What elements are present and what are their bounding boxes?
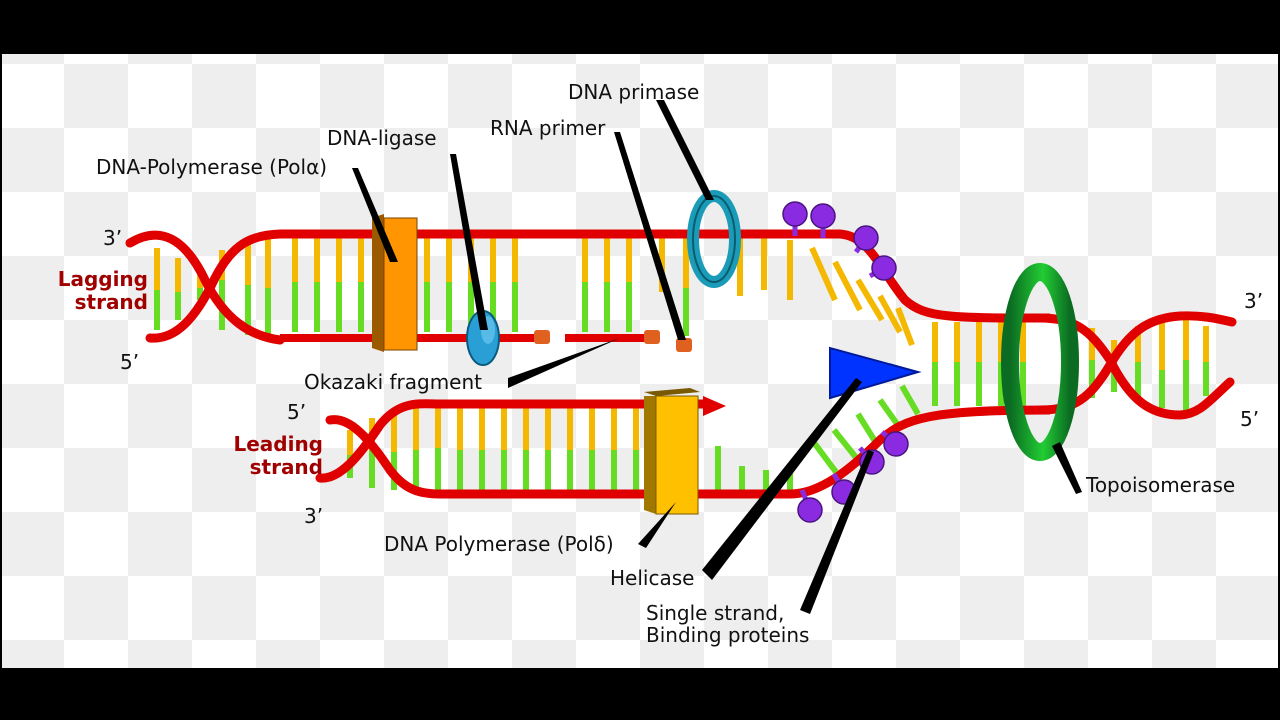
dna-polymerase-alpha [372,214,418,352]
ssb-protein [871,255,897,281]
dna-polymerase-delta [644,388,700,515]
label-ssb-line2: Binding proteins [646,623,809,647]
rna-primer-2 [644,330,660,344]
pointer-helicase [702,378,862,580]
ssb-protein [883,431,909,457]
label-leading-line2: strand [250,455,323,479]
label-pointers [352,100,1082,614]
base-pair [809,438,839,474]
end-leading-3: 3’ [304,504,323,528]
pointer-topoisomerase [1052,442,1082,494]
label-ssb-line1: Single strand, [646,601,784,625]
ssb-protein [797,497,823,523]
end-right-5: 5’ [1240,407,1259,431]
leading-helix-backbone-b [325,415,445,499]
end-leading-5: 5’ [287,400,306,424]
lagging-helix-backbone-b [145,229,285,343]
ssb-protein [782,201,808,227]
pointer-dna-primase [656,100,714,200]
label-helicase: Helicase [610,566,694,590]
label-lagging-line2: strand [75,290,148,314]
end-right-3: 3’ [1244,289,1263,313]
label-okazaki-fragment: Okazaki fragment [304,370,482,394]
base-pair [877,294,903,334]
topoisomerase [1001,263,1079,461]
label-dna-polymerase-delta: DNA Polymerase (Polδ) [384,532,614,556]
pointer-okazaki [508,338,620,388]
parental-helix-backbone-b [1035,311,1237,415]
pointer-dna-ligase [450,154,488,330]
ssb-protein [853,225,879,251]
label-dna-polymerase-alpha: DNA-Polymerase (Polα) [96,155,327,179]
base-pair [899,384,921,416]
pointer-ssb [800,450,874,614]
pointer-polymerase-alpha [352,168,398,262]
label-rna-primer: RNA primer [490,116,606,140]
okazaki-segment-2 [565,334,657,342]
leading-parental-strand [440,405,1051,499]
leading-strand-arrow [703,396,726,416]
label-topoisomerase: Topoisomerase [1085,473,1235,497]
base-pair [832,260,863,312]
rna-primer-3 [676,338,692,352]
base-pair [855,278,885,322]
base-pair [831,428,861,462]
label-lagging-line1: Lagging [58,267,148,291]
end-lagging-5: 5’ [120,350,139,374]
lagging-helix-backbone-a [125,230,285,345]
label-leading-line1: Leading [233,432,323,456]
parental-helix-backbone-a [1035,313,1235,420]
base-pair [895,306,915,347]
dna-primase [687,190,741,288]
ssb-protein [810,203,836,229]
pointer-rna-primer [614,132,686,340]
leading-helix-backbone-a [315,399,445,483]
end-lagging-3: 3’ [103,226,122,250]
rna-primer-1 [534,330,550,344]
label-dna-ligase: DNA-ligase [327,126,437,150]
pointer-polymerase-delta [638,502,676,548]
single-strand-binding-proteins [782,201,909,523]
label-dna-primase: DNA primase [568,80,699,104]
base-pair [809,246,838,302]
